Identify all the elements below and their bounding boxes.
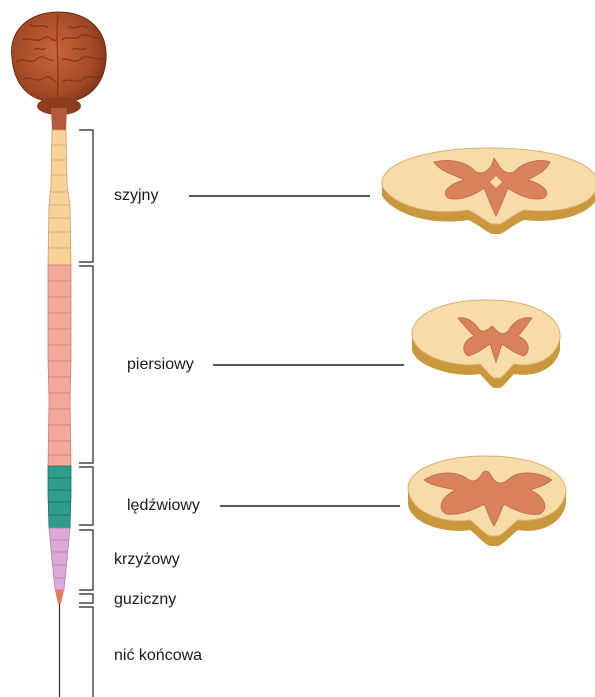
bracket-coccygeal	[79, 594, 93, 603]
bracket-lumbar	[79, 467, 93, 525]
label-cervical: szyjny	[114, 188, 158, 204]
cross-section-lumbar	[408, 456, 566, 546]
label-thoracic: piersiowy	[127, 357, 194, 373]
label-lumbar: lędźwiowy	[127, 498, 200, 514]
leader-lines	[189, 196, 404, 506]
bracket-cervical	[79, 130, 93, 262]
label-filum-terminale: nić końcowa	[114, 648, 202, 664]
spinal-cord	[48, 130, 71, 697]
label-sacral: krzyżowy	[114, 552, 180, 568]
cross-section-thoracic	[412, 300, 560, 388]
cross-section-cervical	[382, 148, 595, 234]
region-brackets	[79, 130, 93, 697]
bracket-thoracic	[79, 266, 93, 463]
bracket-filum	[79, 607, 93, 697]
brain-illustration	[12, 12, 107, 130]
segment-coccygeal	[55, 590, 64, 604]
segment-thoracic	[48, 265, 71, 466]
segment-cervical	[48, 130, 71, 265]
segment-lumbar	[48, 466, 71, 528]
segment-sacral	[49, 528, 70, 590]
label-coccygeal: guziczny	[114, 592, 176, 608]
bracket-sacral	[79, 530, 93, 590]
